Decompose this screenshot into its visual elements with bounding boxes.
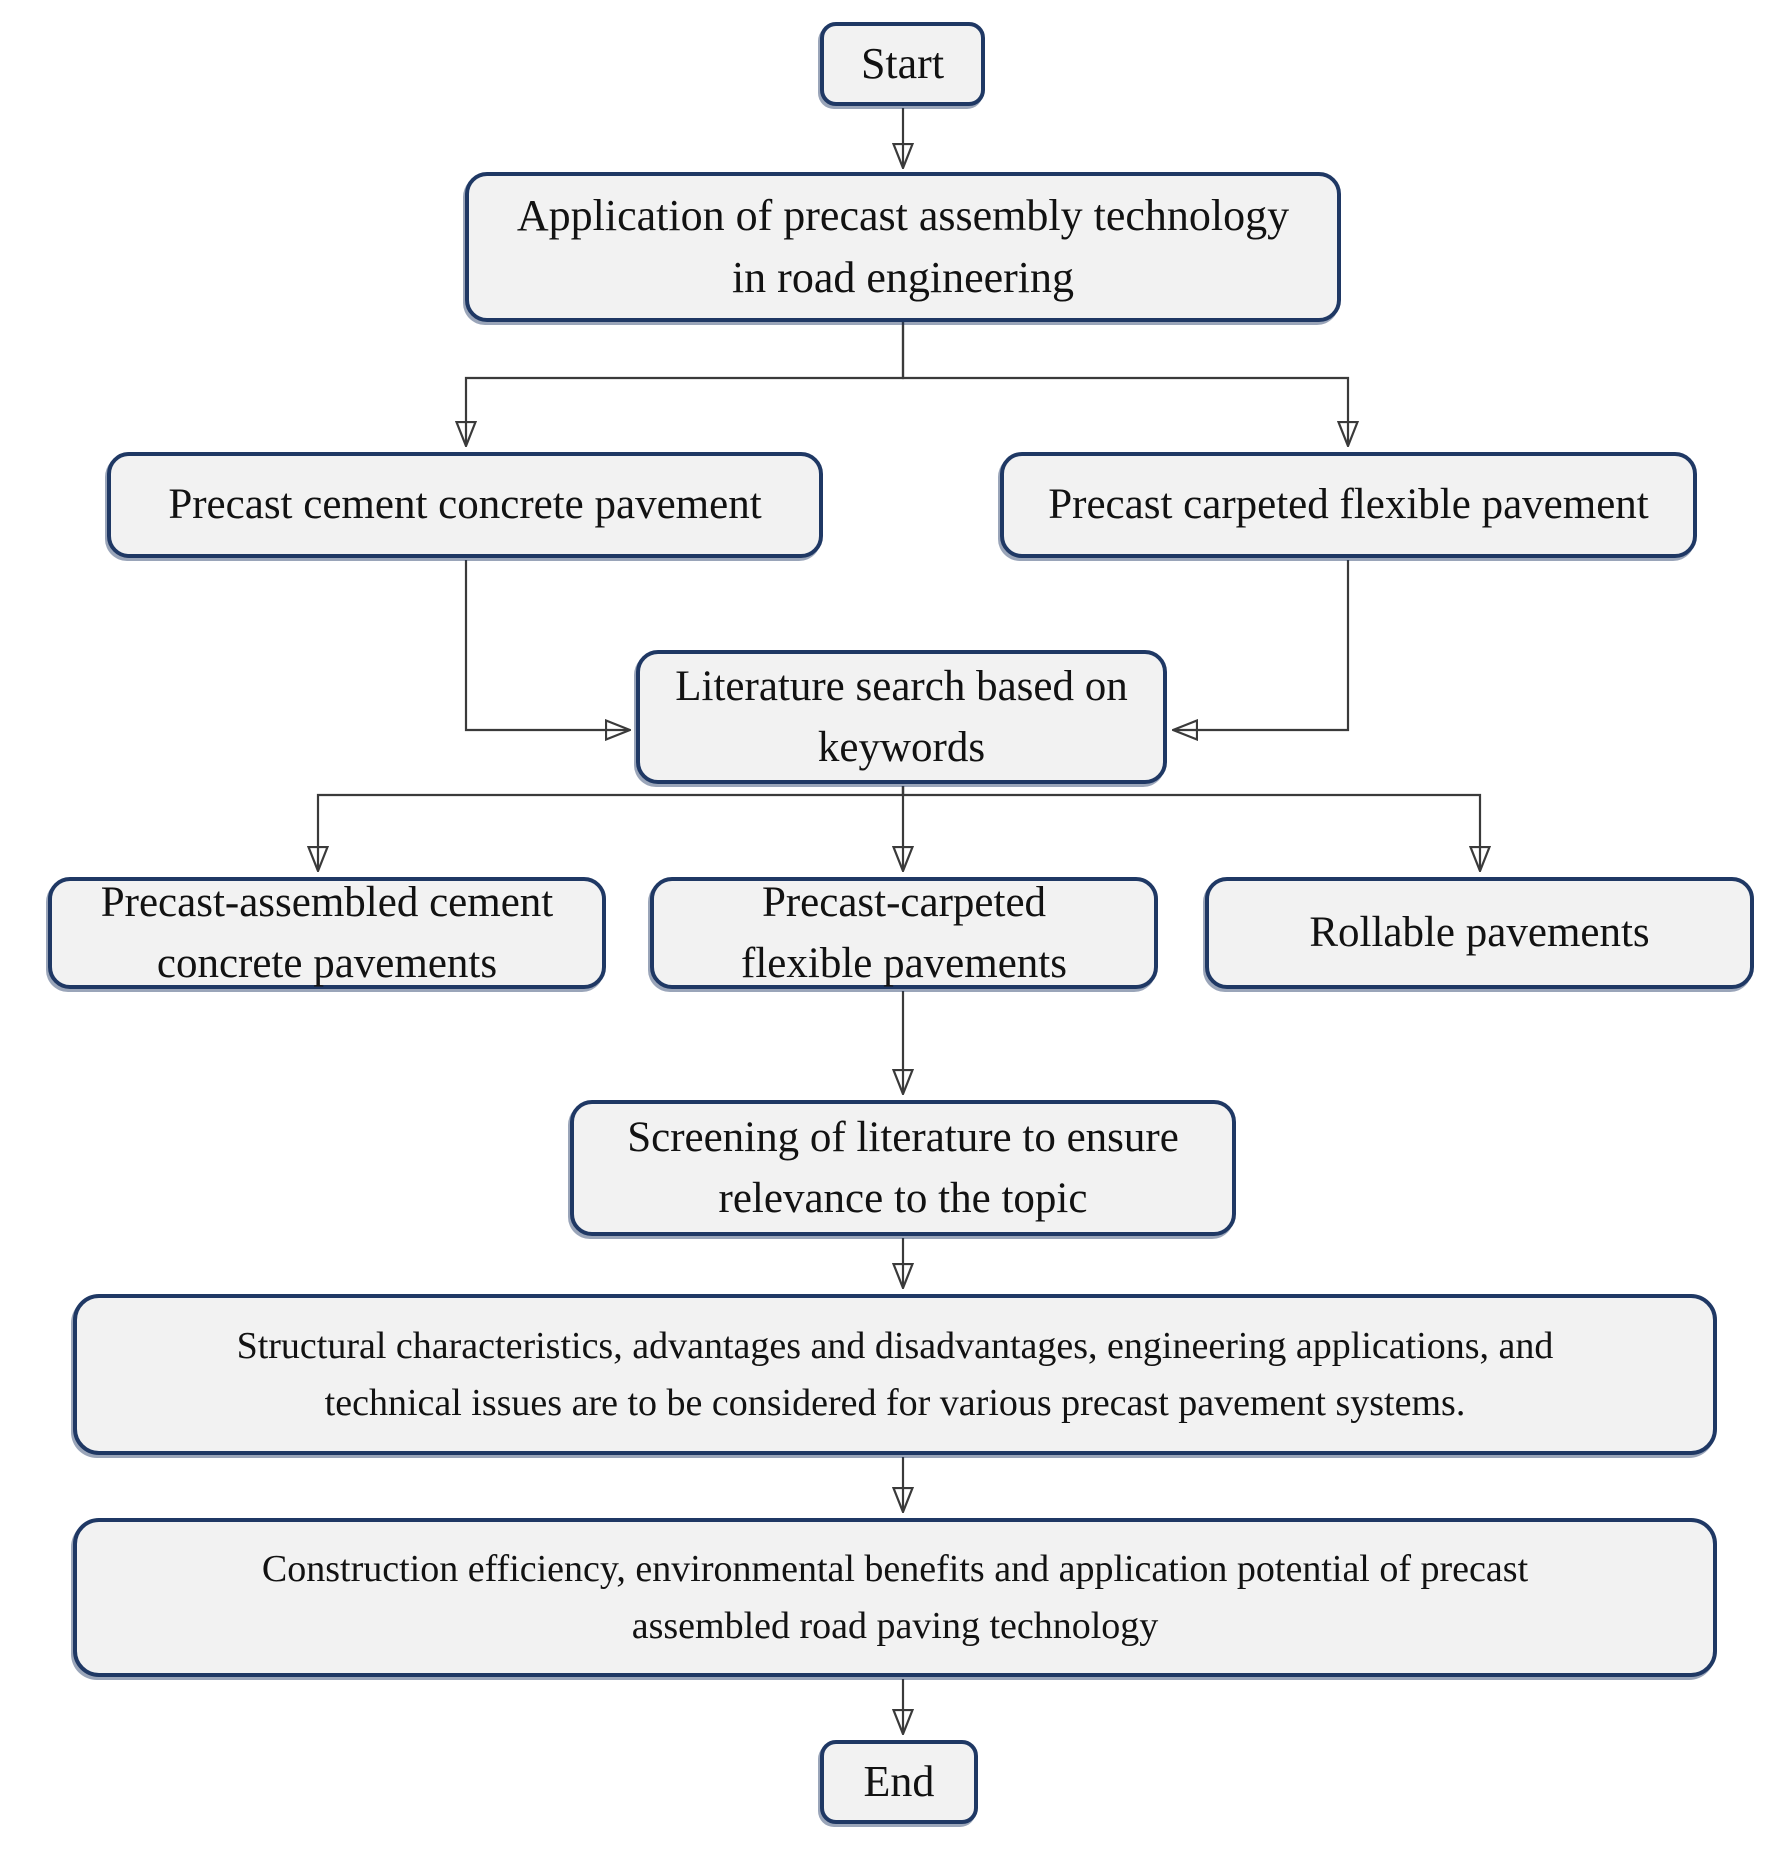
node-keyword-precast-assembled-cement: Precast-assembled cement concrete paveme… [48, 877, 606, 989]
edge-literature-to-keyword-rollable [901, 786, 1480, 869]
node-start: Start [820, 22, 985, 106]
node-precast-cement-concrete-pavement: Precast cement concrete pavement [107, 452, 823, 558]
node-application-precast-technology: Application of precast assembly technolo… [465, 172, 1341, 322]
edge-literature-to-keyword-cement [318, 786, 905, 869]
node-keyword-precast-carpeted-flexible: Precast-carpeted flexible pavements [650, 877, 1158, 989]
edge-precast-carpeted-to-literature [1175, 560, 1350, 730]
node-keyword-rollable-pavements: Rollable pavements [1205, 877, 1754, 989]
node-structural-characteristics: Structural characteristics, advantages a… [73, 1294, 1717, 1455]
node-construction-efficiency: Construction efficiency, environmental b… [73, 1518, 1717, 1677]
edge-precast-cement-to-literature [464, 560, 628, 730]
edge-application-to-precast-cement [466, 322, 905, 444]
node-end: End [820, 1740, 978, 1824]
node-screening-literature: Screening of literature to ensure releva… [570, 1100, 1236, 1236]
node-precast-carpeted-flexible-pavement: Precast carpeted flexible pavement [1000, 452, 1697, 558]
edge-application-to-precast-carpeted [901, 322, 1348, 444]
node-literature-search: Literature search based on keywords [636, 650, 1167, 784]
